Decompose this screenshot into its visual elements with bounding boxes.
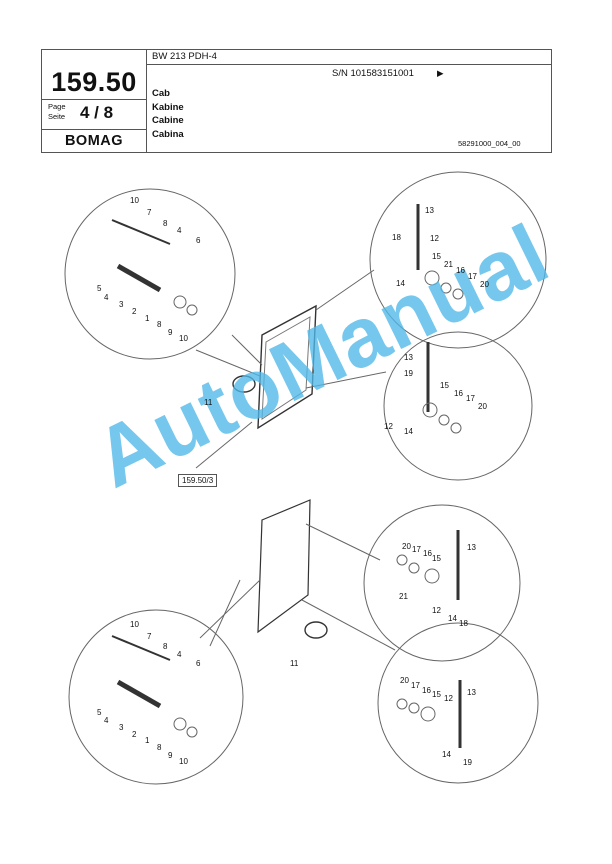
- callout: 17: [466, 394, 475, 403]
- callout: 6: [196, 659, 201, 668]
- callout: 1: [145, 736, 150, 745]
- callout: 20: [402, 542, 411, 551]
- title-list: Cab Kabine Cabine Cabina: [152, 87, 184, 141]
- window-pane-upper-inner: [261, 316, 311, 420]
- callout: 20: [400, 676, 409, 685]
- callout: 4: [104, 293, 109, 302]
- callout: 2: [132, 730, 137, 739]
- header-block: BW 213 PDH-4 S/N 101583151001 ▶ 159.50 P…: [41, 49, 552, 153]
- callout: 4: [104, 716, 109, 725]
- callout: 17: [468, 272, 477, 281]
- callout: 12: [384, 422, 393, 431]
- callout: 9: [168, 328, 173, 337]
- serial-arrow-icon: ▶: [437, 68, 444, 78]
- window-pane-lower: [257, 499, 311, 634]
- callout: 10: [179, 757, 188, 766]
- callout: 10: [130, 620, 139, 629]
- callout: 18: [459, 619, 468, 628]
- callout: 20: [478, 402, 487, 411]
- title-en: Cab: [152, 88, 170, 99]
- callout: 15: [440, 381, 449, 390]
- detail-circle-bottom-left: [68, 609, 244, 785]
- page-number: 159.50: [51, 67, 137, 97]
- divider: [42, 129, 146, 130]
- detail-circle-bottom-right-1: [363, 504, 521, 662]
- detail-circle-mid-right: [383, 331, 533, 481]
- callout: 11: [290, 659, 299, 668]
- callout: 12: [432, 606, 441, 615]
- callout: 3: [119, 300, 124, 309]
- callout: 4: [177, 226, 182, 235]
- page-label: Page Seite: [48, 102, 66, 121]
- callout: 5: [97, 708, 102, 717]
- callout: 8: [163, 219, 168, 228]
- detail-circle-top-right: [369, 171, 547, 349]
- callout: 14: [442, 750, 451, 759]
- callout: 16: [422, 686, 431, 695]
- callout: 13: [467, 688, 476, 697]
- callout: 8: [157, 320, 162, 329]
- callout: 17: [411, 681, 420, 690]
- callout: 19: [404, 369, 413, 378]
- callout: 1: [145, 314, 150, 323]
- document-reference: 58291000_004_00: [458, 139, 521, 148]
- callout: 19: [463, 758, 472, 767]
- callout: 5: [97, 284, 102, 293]
- callout: 15: [432, 690, 441, 699]
- callout: 2: [132, 307, 137, 316]
- callout: 11: [204, 398, 213, 407]
- detail-circle-top-left: [64, 188, 236, 360]
- callout: 15: [432, 554, 441, 563]
- callout: 6: [196, 236, 201, 245]
- callout: 8: [157, 743, 162, 752]
- callout: 10: [130, 196, 139, 205]
- title-es: Cabina: [152, 128, 184, 140]
- callout: 14: [404, 427, 413, 436]
- callout: 14: [396, 279, 405, 288]
- callout: 21: [444, 260, 453, 269]
- detail-circle-bottom-right-2: [377, 622, 539, 784]
- callout: 12: [430, 234, 439, 243]
- callout: 20: [480, 280, 489, 289]
- callout: 12: [444, 694, 453, 703]
- callout: 4: [177, 650, 182, 659]
- callout: 16: [454, 389, 463, 398]
- callout: 3: [119, 723, 124, 732]
- divider: [42, 99, 146, 100]
- callout: 13: [404, 353, 413, 362]
- callout: 7: [147, 208, 152, 217]
- serial-number: S/N 101583151001: [332, 68, 414, 79]
- callout: 9: [168, 751, 173, 760]
- callout: 16: [423, 549, 432, 558]
- divider: [146, 50, 147, 153]
- callout: 18: [392, 233, 401, 242]
- reference-box: 159.50/3: [178, 474, 218, 487]
- model-name: BW 213 PDH-4: [152, 51, 217, 62]
- callout: 14: [448, 614, 457, 623]
- callout: 17: [412, 545, 421, 554]
- callout: 10: [179, 334, 188, 343]
- callout: 13: [467, 543, 476, 552]
- callout: 15: [432, 252, 441, 261]
- bomag-logo: BOMAG: [64, 133, 124, 149]
- callout: 13: [425, 206, 434, 215]
- title-de: Kabine: [152, 101, 184, 113]
- exploded-parts-diagram: [64, 171, 547, 785]
- divider: [146, 64, 552, 65]
- title-fr: Cabine: [152, 115, 184, 126]
- callout: 21: [399, 592, 408, 601]
- callout: 16: [456, 266, 465, 275]
- callout: 8: [163, 642, 168, 651]
- callout: 7: [147, 632, 152, 641]
- window-pane-upper: [257, 304, 317, 430]
- page-value: 4 / 8: [80, 103, 114, 122]
